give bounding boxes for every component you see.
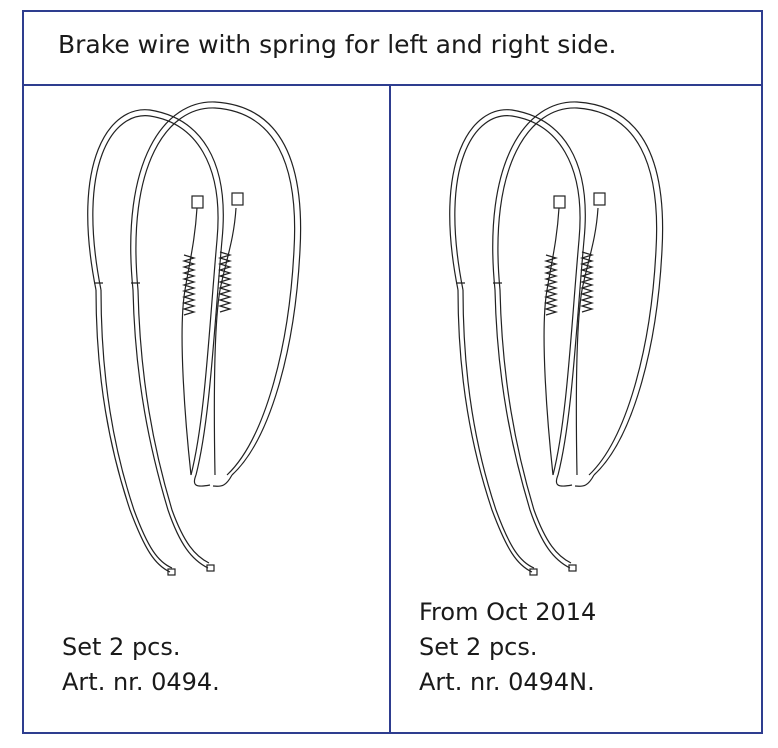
left-caption-line-2: Art. nr. 0494. (62, 668, 220, 696)
page-title: Brake wire with spring for left and righ… (58, 30, 617, 59)
right-caption-line-1: From Oct 2014 (419, 598, 597, 626)
right-caption: From Oct 2014 Set 2 pcs. Art. nr. 0494N. (419, 595, 596, 700)
brake-wire-illustration-left (87, 101, 302, 576)
left-caption: Set 2 pcs. Art. nr. 0494. (62, 630, 220, 700)
brake-wire-illustration-right (449, 101, 664, 576)
right-caption-line-2: Set 2 pcs. (419, 633, 538, 661)
right-product-panel: From Oct 2014 Set 2 pcs. Art. nr. 0494N. (389, 84, 763, 734)
left-product-panel: Set 2 pcs. Art. nr. 0494. (22, 84, 391, 734)
right-caption-line-3: Art. nr. 0494N. (419, 668, 595, 696)
left-caption-line-1: Set 2 pcs. (62, 633, 181, 661)
header-box: Brake wire with spring for left and righ… (22, 10, 763, 86)
